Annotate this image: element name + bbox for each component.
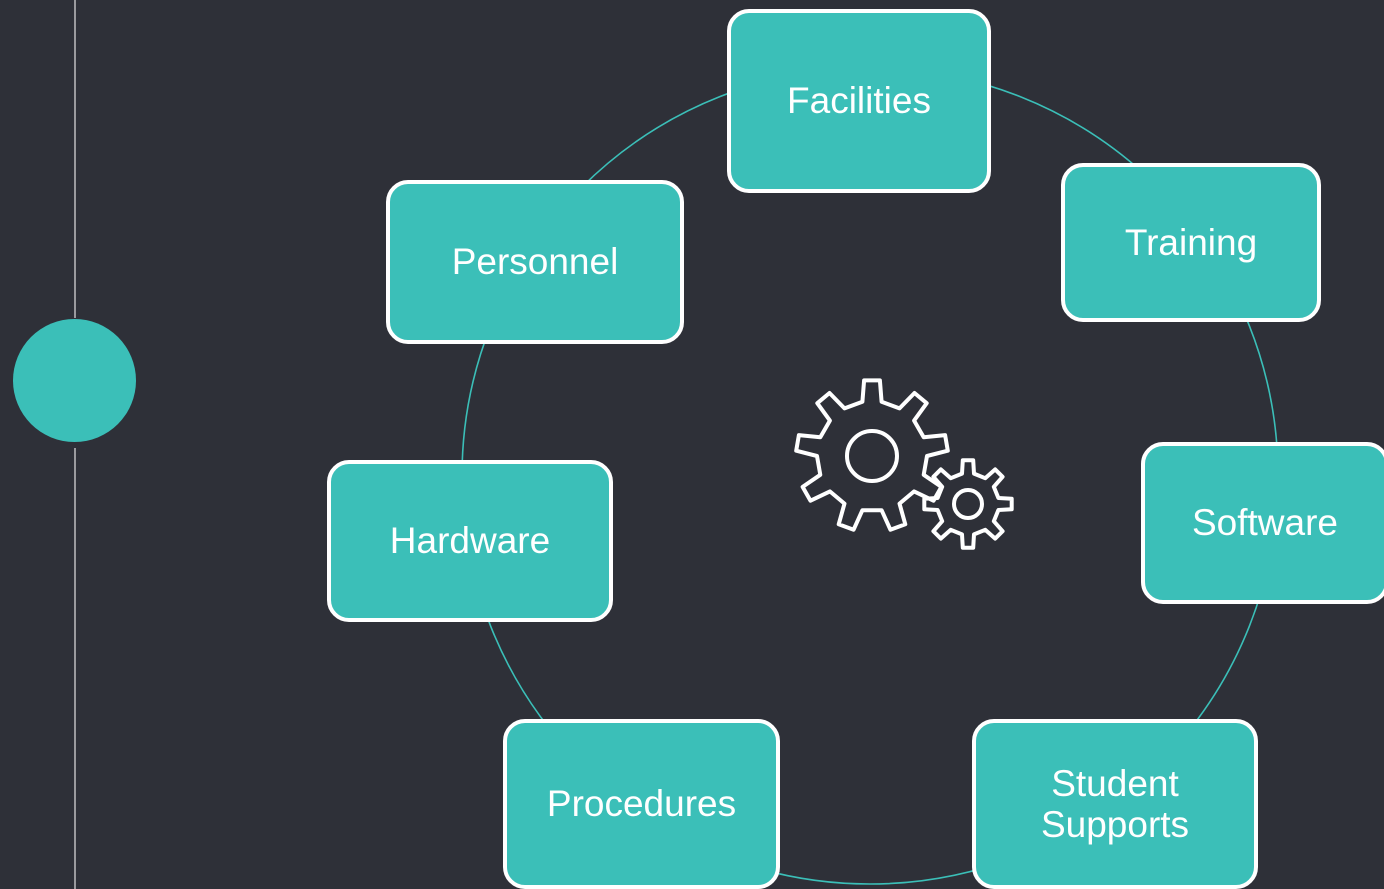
- big-gear-hub: [845, 429, 899, 483]
- node-hardware-label: Hardware: [389, 520, 551, 562]
- large-gear-icon: [794, 378, 950, 532]
- node-training-label: Training: [1124, 221, 1258, 263]
- node-software[interactable]: Software: [1141, 442, 1384, 604]
- side-accent-circle: [13, 319, 136, 442]
- node-facilities[interactable]: Facilities: [727, 9, 991, 193]
- small-gear-hub: [952, 488, 984, 520]
- node-facilities-label: Facilities: [787, 80, 931, 122]
- gears-icon: [794, 378, 1014, 550]
- node-personnel[interactable]: Personnel: [386, 180, 684, 344]
- node-student-supports[interactable]: Student Supports: [972, 719, 1258, 889]
- node-software-label: Software: [1191, 502, 1338, 544]
- node-personnel-label: Personnel: [451, 241, 619, 283]
- node-training[interactable]: Training: [1061, 163, 1321, 322]
- side-divider-bottom: [74, 448, 76, 889]
- node-hardware[interactable]: Hardware: [327, 460, 613, 622]
- node-procedures[interactable]: Procedures: [503, 719, 780, 889]
- small-gear-outline: [922, 458, 1014, 550]
- node-student-supports-line-1: Student: [1051, 762, 1179, 804]
- small-gear-icon: [922, 458, 1014, 550]
- node-student-supports-line-2: Supports: [1040, 804, 1190, 845]
- node-student-supports-label: Student Supports: [1041, 763, 1189, 846]
- node-procedures-label: Procedures: [546, 783, 737, 825]
- big-gear-outline: [794, 378, 950, 532]
- side-divider-top: [74, 0, 76, 318]
